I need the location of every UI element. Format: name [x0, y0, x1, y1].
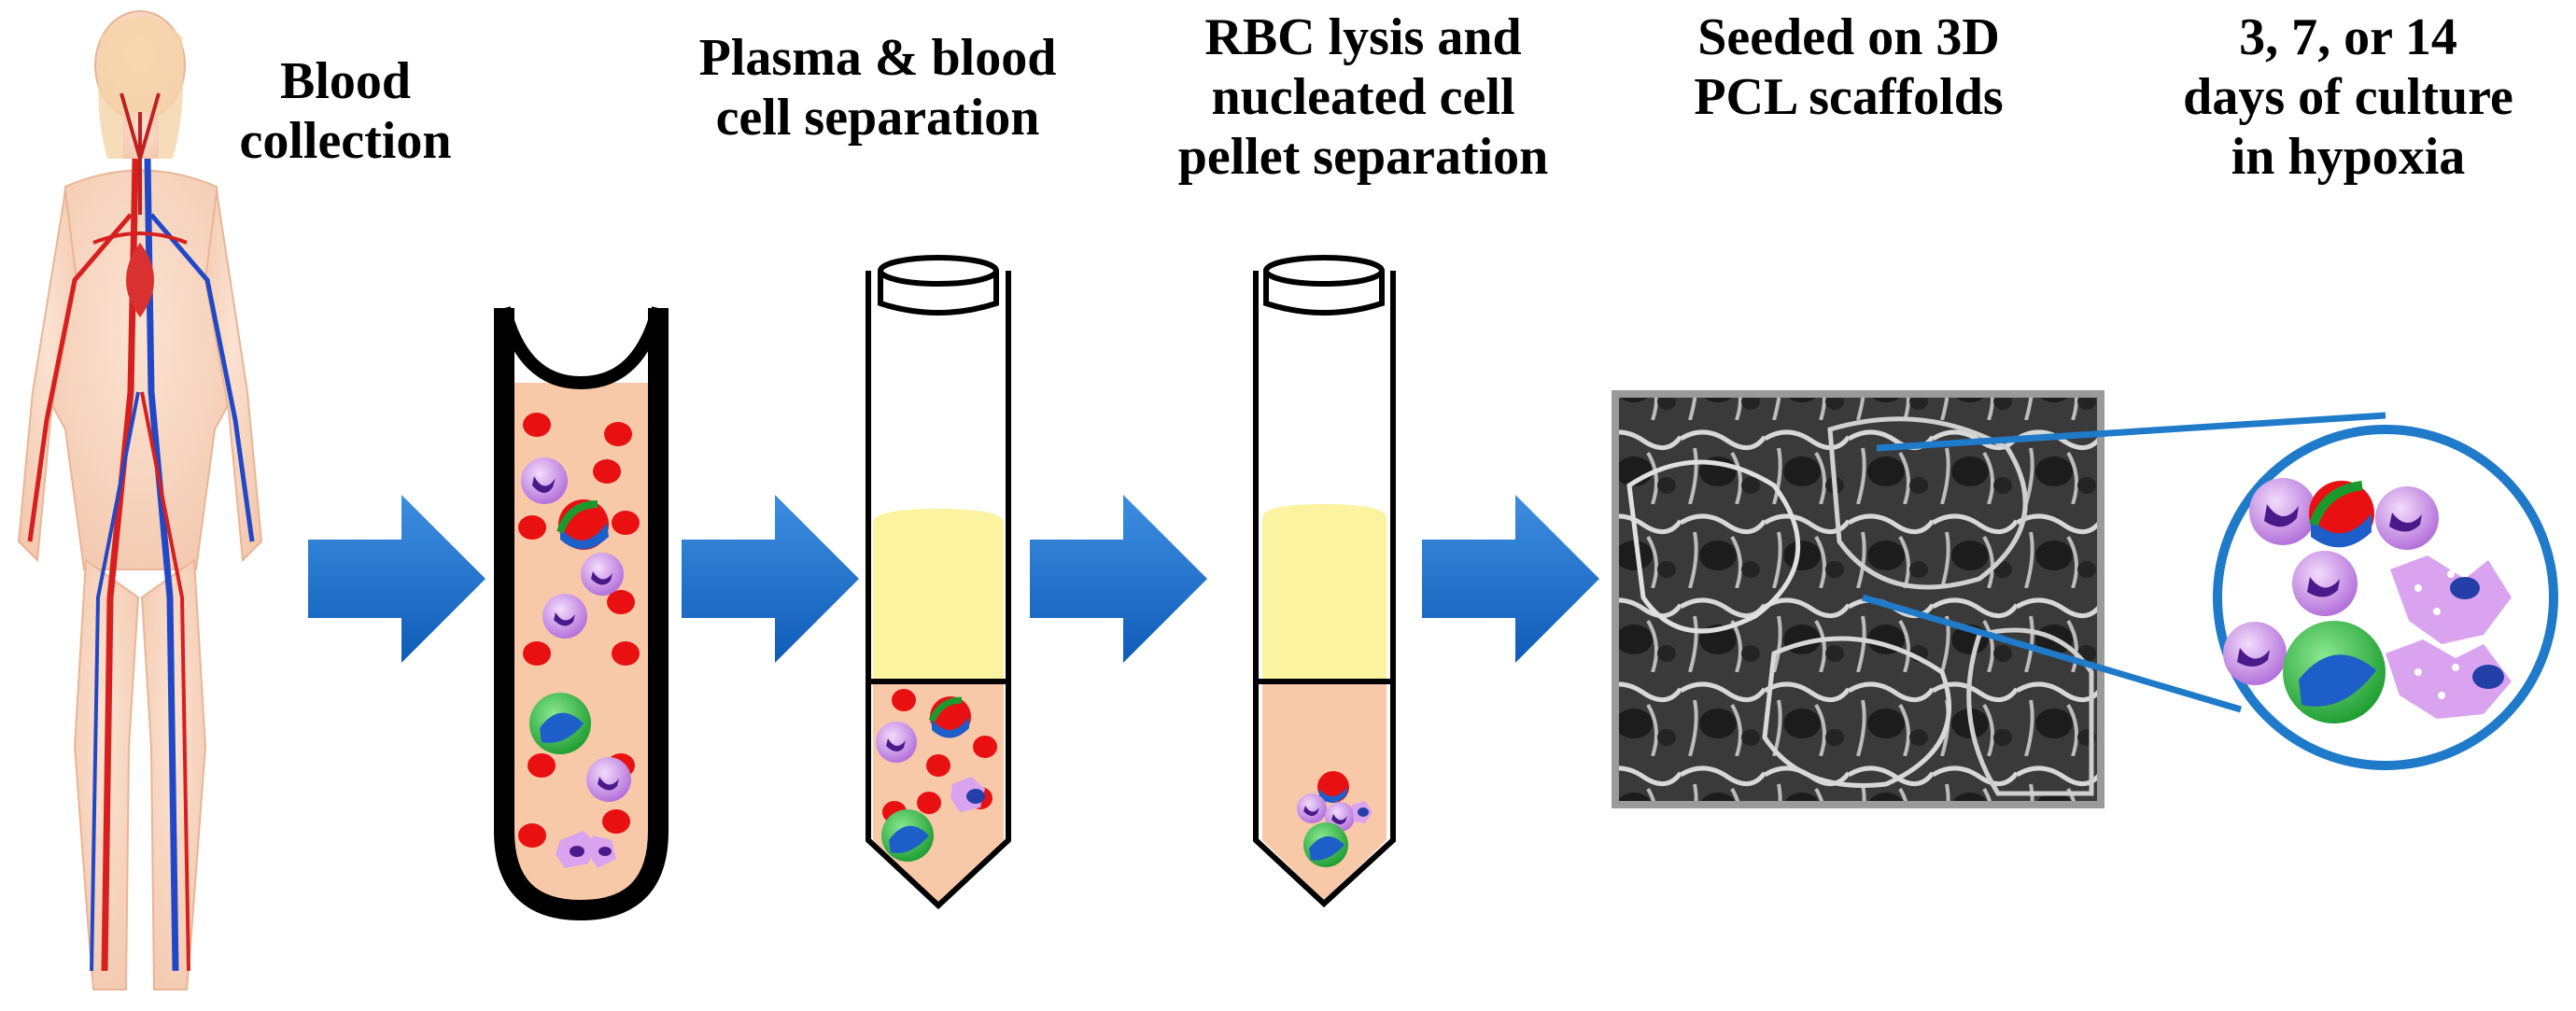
arrow-4: [1422, 495, 1599, 663]
arrow-2: [682, 495, 859, 663]
magnifier-line-top: [1876, 412, 2386, 452]
human-body-illustration: [17, 10, 263, 990]
magnifier-line-bottom: [1862, 594, 2242, 713]
tube-rbc-lysis: [1253, 255, 1396, 908]
process-arrows: [308, 495, 1599, 663]
step-label-plasma-separation: Plasma & blood cell separation: [698, 29, 1057, 147]
arrow-3: [1030, 495, 1207, 663]
tube-whole-blood: [494, 306, 669, 921]
step-label-blood-collection: Blood collection: [239, 52, 452, 170]
tube-plasma-separation: [866, 255, 1011, 910]
step-label-rbc-lysis: RBC lysis and nucleated cell pellet sepa…: [1177, 8, 1549, 186]
arrow-1: [308, 495, 486, 663]
step-label-culture-hypoxia: 3, 7, or 14 days of culture in hypoxia: [2183, 8, 2513, 186]
scaffold-sem-image: [1612, 390, 2104, 808]
step-label-seeded-scaffolds: Seeded on 3D PCL scaffolds: [1694, 8, 2004, 126]
magnified-cells-circle: [2213, 425, 2558, 770]
